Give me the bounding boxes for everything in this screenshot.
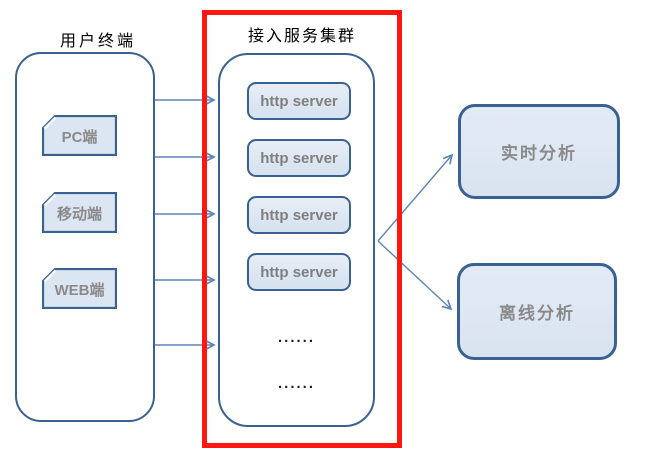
- card-shape: [42, 268, 117, 309]
- user-terminal-title: 用户终端: [59, 33, 136, 50]
- arrow-cluster-to-realtime: [377, 153, 454, 242]
- node-label: http server: [260, 149, 338, 167]
- node-web-terminal: WEB端: [42, 268, 117, 309]
- node-http-server-3: http server: [247, 196, 351, 234]
- cluster-highlight-frame: [202, 10, 402, 448]
- node-realtime-analysis: 实时分析: [458, 104, 620, 199]
- node-label: http server: [260, 263, 338, 281]
- node-http-server-2: http server: [247, 139, 351, 177]
- node-label: PC端: [61, 129, 98, 146]
- node-http-server-1: http server: [247, 82, 351, 120]
- node-pc-terminal: PC端: [42, 115, 117, 156]
- node-offline-analysis: 离线分析: [457, 263, 617, 360]
- card-shape: [42, 192, 117, 233]
- node-label: 移动端: [56, 206, 102, 223]
- node-label: WEB端: [54, 282, 105, 299]
- node-label: http server: [260, 206, 338, 224]
- access-cluster-title: 接入服务集群: [247, 28, 356, 45]
- node-label: http server: [260, 92, 338, 110]
- arrow-cluster-to-offline: [377, 240, 453, 311]
- card-shape: [42, 115, 117, 156]
- more-servers-ellipsis: ......: [277, 329, 315, 346]
- server-cluster-group: [218, 53, 375, 427]
- node-mobile-terminal: 移动端: [42, 192, 117, 233]
- user-terminal-group: [15, 52, 155, 422]
- node-label: 离线分析: [499, 304, 575, 323]
- more-servers-ellipsis: ......: [277, 375, 315, 392]
- node-label: 实时分析: [501, 144, 577, 163]
- node-http-server-4: http server: [247, 253, 351, 291]
